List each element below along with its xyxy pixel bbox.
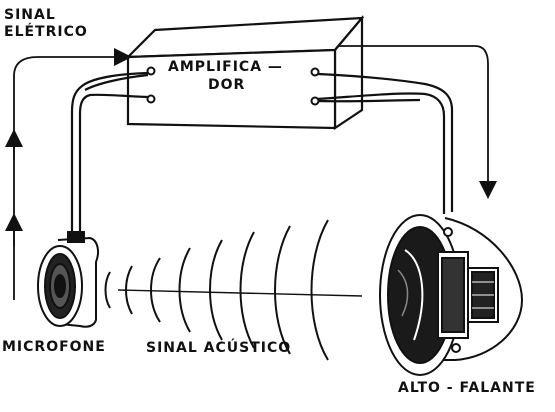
loudspeaker — [379, 214, 524, 376]
acoustic-waves — [104, 219, 363, 361]
amplifier-label-line2: DOR — [208, 77, 246, 93]
speaker-label: ALTO - FALANTE — [398, 380, 536, 396]
electric-signal-label-line1: SINAL — [4, 7, 56, 23]
microphone-label: MICROFONE — [2, 339, 106, 355]
amplifier-label-line1: AMPLIFICA — — [168, 59, 283, 75]
signal-flow-arrows — [5, 45, 497, 300]
speaker-cable — [317, 72, 454, 214]
acoustic-signal-label: SINAL ACÚSTICO — [146, 340, 292, 356]
electric-signal-label-line2: ELÉTRICO — [4, 24, 88, 40]
microphone — [37, 231, 99, 328]
microphone-cable — [70, 71, 149, 236]
amplifier-terminals — [146, 66, 320, 106]
